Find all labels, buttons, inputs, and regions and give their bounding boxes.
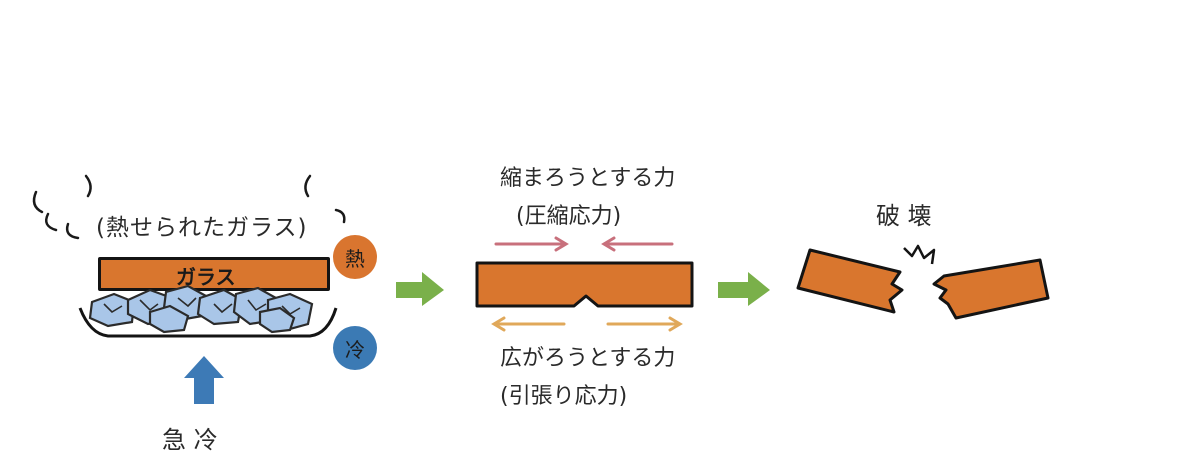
compress-stress-label: (圧縮応力) bbox=[516, 204, 622, 229]
heated-glass-label: (熱せられたガラス) bbox=[96, 215, 308, 241]
glass-slab bbox=[98, 257, 330, 291]
break-label: 破 壊 bbox=[876, 202, 932, 230]
heat-badge-text: 熱 bbox=[345, 246, 365, 271]
heat-badge: 熱 bbox=[333, 235, 377, 279]
cool-badge: 冷 bbox=[333, 326, 377, 370]
compress-force-label: 縮まろうとする力 bbox=[500, 166, 676, 191]
expand-force-label: 広がろうとする力 bbox=[500, 346, 676, 371]
glass-label: ガラス bbox=[176, 265, 236, 289]
rapid-cooling-label: 急 冷 bbox=[162, 426, 218, 454]
tensile-stress-label: (引張り応力) bbox=[500, 384, 628, 409]
cool-badge-text: 冷 bbox=[345, 337, 365, 362]
